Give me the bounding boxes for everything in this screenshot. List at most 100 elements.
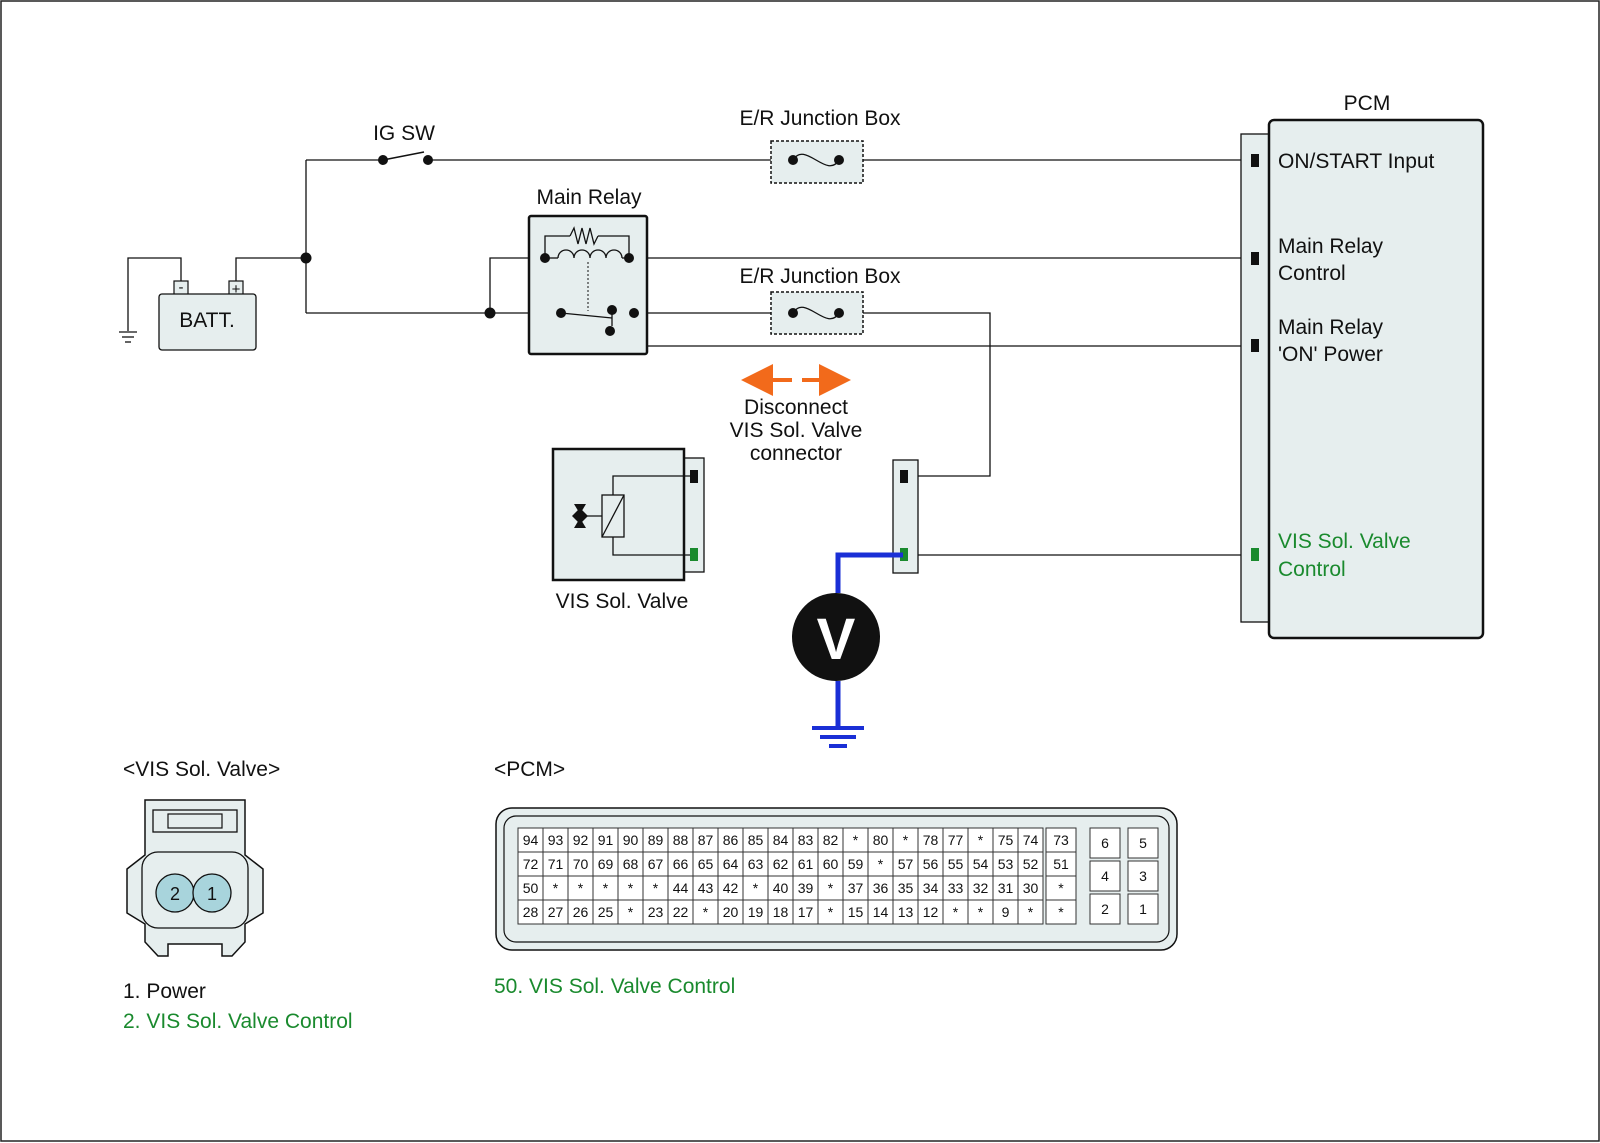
pcm-pin-label: 3: [1139, 868, 1147, 884]
pcm-pin-label: 86: [723, 832, 739, 848]
pcm-pin-label: 73: [1053, 832, 1069, 848]
pcm-pin-label: 77: [948, 832, 964, 848]
pcm-pin-cell: [1045, 899, 1077, 925]
pcm-pin-on-power-2: 'ON' Power: [1278, 343, 1383, 366]
pcm-pin-cell: [1127, 827, 1159, 859]
pcm-pin-label: *: [653, 880, 659, 896]
pcm-pin-cell: [892, 827, 919, 853]
pcm-pin-label: 9: [1002, 904, 1010, 920]
pcm-pin-label: 55: [948, 856, 964, 872]
pcm-pin-main-relay-control-2: Control: [1278, 262, 1346, 285]
pcm-pin-label: 27: [548, 904, 564, 920]
pcm-pin-label: *: [703, 904, 709, 920]
pcm-pin-label: *: [853, 832, 859, 848]
pcm-pin-cell: [892, 851, 919, 877]
pcm-pin-label: 91: [598, 832, 614, 848]
vis-connector-title: <VIS Sol. Valve>: [123, 758, 280, 781]
pcm-pin-label: 92: [573, 832, 589, 848]
pcm-pin-cell: [667, 875, 694, 901]
pcm-pin-label: 40: [773, 880, 789, 896]
pcm-pin-label: *: [628, 880, 634, 896]
junction-box-2: E/R Junction Box: [739, 265, 901, 335]
disconnect-line-1: Disconnect: [744, 396, 848, 419]
pcm-pin-cell: [692, 899, 719, 925]
pcm-pin-cell: [1045, 851, 1077, 877]
pcm-label: PCM: [1344, 92, 1391, 115]
pcm-pin-cell: [942, 827, 969, 853]
pcm-pin-label: 82: [823, 832, 839, 848]
pcm-pin-cell: [1089, 893, 1121, 925]
vis-connector-pin-2: 2: [170, 884, 180, 904]
pcm-pin-label: 2: [1101, 901, 1109, 917]
pcm-pin-label: 32: [973, 880, 989, 896]
pcm-pin-label: 37: [848, 880, 864, 896]
pcm-pin-label: *: [1058, 904, 1064, 920]
pcm-pin-label: 20: [723, 904, 739, 920]
pcm-pin-label: 15: [848, 904, 864, 920]
pcm-pin-cell: [817, 899, 844, 925]
pcm-pin-label: 51: [1053, 856, 1069, 872]
pcm-pin-on-start: ON/START Input: [1278, 150, 1435, 173]
vis-valve-label: VIS Sol. Valve: [556, 590, 689, 613]
voltmeter: V: [792, 552, 903, 748]
pcm-pin-cell: [842, 851, 869, 877]
pcm-pin-cell: [542, 827, 569, 853]
pcm-pin-label: 84: [773, 832, 789, 848]
pcm-pin-label: 85: [748, 832, 764, 848]
pcm-pin-cell: [842, 875, 869, 901]
pcm-pin-cell: [992, 827, 1019, 853]
disconnect-note: Disconnect VIS Sol. Valve connector: [730, 396, 863, 465]
pcm-pin-label: 59: [848, 856, 864, 872]
vis-connector-pin-1: 1: [207, 884, 217, 904]
pcm-pin-cell: [992, 851, 1019, 877]
pcm-pin-label: *: [903, 832, 909, 848]
pcm-pin-label: *: [828, 880, 834, 896]
pcm-pin-label: *: [978, 904, 984, 920]
pcm-pin-label: 33: [948, 880, 964, 896]
pcm-pin-cell: [1045, 827, 1077, 853]
pcm-pin-label: 80: [873, 832, 889, 848]
pcm-pin-label: 72: [523, 856, 539, 872]
main-relay: Main Relay: [527, 186, 649, 356]
pcm-pin-cell: [867, 899, 894, 925]
battery-minus-label: -: [179, 279, 184, 296]
pcm-pin-label: 31: [998, 880, 1014, 896]
pcm-pin-label: 74: [1023, 832, 1039, 848]
pcm-pin-label: *: [628, 904, 634, 920]
pcm-legend: 50. VIS Sol. Valve Control: [494, 975, 735, 998]
pcm-pin-label: 56: [923, 856, 939, 872]
pcm-pin-cell: [792, 851, 819, 877]
pcm-pin-label: *: [1028, 904, 1034, 920]
pcm-pin-label: 1: [1139, 901, 1147, 917]
pcm-pin-cell: [1127, 860, 1159, 892]
pcm-pin-label: 35: [898, 880, 914, 896]
pcm-pin-label: *: [828, 904, 834, 920]
pcm-pin-cell: [742, 899, 769, 925]
pcm-pin-label: 64: [723, 856, 739, 872]
pcm-pin-label: 65: [698, 856, 714, 872]
pcm-pin-label: *: [553, 880, 559, 896]
junction-dot: [300, 252, 312, 264]
pcm-pin-cell: [617, 851, 644, 877]
pcm-pin-main-relay-control-1: Main Relay: [1278, 235, 1384, 258]
vis-legend-2: 2. VIS Sol. Valve Control: [123, 1010, 353, 1033]
pcm-pin-cell: [1017, 827, 1044, 853]
pcm-pin-label: 4: [1101, 868, 1109, 884]
pcm-pin-cell: [592, 851, 619, 877]
pcm-pin-label: 90: [623, 832, 639, 848]
pcm-pin-cell: [567, 827, 594, 853]
pcm-pin-label: 69: [598, 856, 614, 872]
pcm-pin-label: *: [578, 880, 584, 896]
pcm-pin-on-power-1: Main Relay: [1278, 316, 1384, 339]
battery-ground-icon: [119, 331, 137, 343]
vis-sol-valve: VIS Sol. Valve: [551, 447, 705, 613]
pcm-pin-label: 71: [548, 856, 564, 872]
pcm-pin-label: 28: [523, 904, 539, 920]
pcm-pin-label: 67: [648, 856, 664, 872]
pcm-pin-cell: [592, 899, 619, 925]
pcm-pin-label: *: [978, 832, 984, 848]
pcm-pin-label: 30: [1023, 880, 1039, 896]
pcm-pin-cell: [792, 899, 819, 925]
pcm-pin-label: 89: [648, 832, 664, 848]
